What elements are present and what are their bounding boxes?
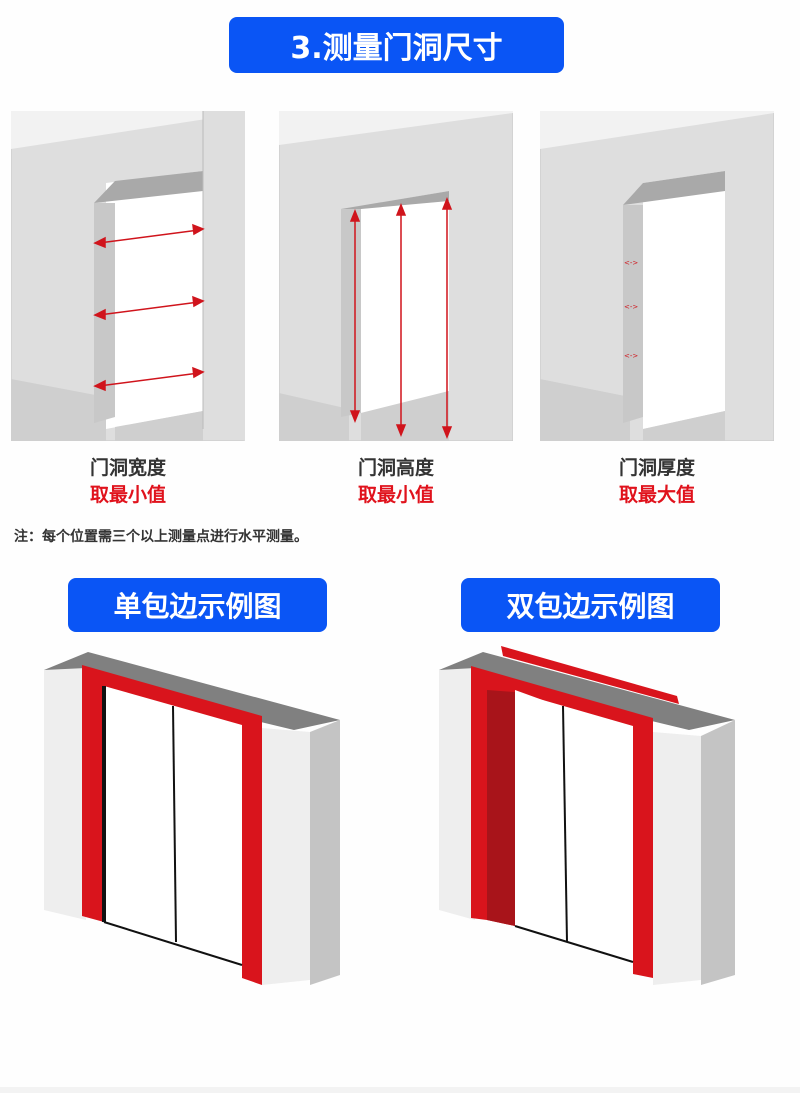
single-wrap-illustration — [30, 640, 360, 1000]
measurement-note: 注：每个位置需三个以上测量点进行水平测量。 — [14, 529, 308, 545]
door-height-illustration — [279, 111, 513, 441]
section-title: 3.测量门洞尺寸 — [290, 31, 503, 66]
thickness-rule: 取最大值 — [618, 484, 695, 506]
double-wrap-illustration — [425, 640, 755, 1000]
single-wrap-title: 单包边示例图 — [113, 590, 282, 623]
double-wrap-banner: 双包边示例图 — [461, 578, 720, 632]
footer-strip — [0, 1087, 800, 1093]
double-wrap-title: 双包边示例图 — [506, 590, 675, 623]
svg-text:<->: <-> — [624, 352, 638, 360]
double-wrap-door-frame — [439, 646, 735, 985]
section-title-banner: 3.测量门洞尺寸 — [229, 17, 564, 73]
width-label: 门洞宽度 — [89, 457, 166, 479]
door-thickness-illustration: <-> <-> <-> — [540, 111, 774, 441]
door-thickness-diagram: <-> <-> <-> — [540, 111, 774, 441]
thickness-label: 门洞厚度 — [618, 457, 695, 479]
single-wrap-banner: 单包边示例图 — [68, 578, 327, 632]
height-rule: 取最小值 — [357, 484, 434, 506]
svg-text:<->: <-> — [624, 303, 638, 311]
single-wrap-door-frame — [44, 652, 340, 985]
svg-text:<->: <-> — [624, 259, 638, 267]
height-label: 门洞高度 — [357, 457, 434, 479]
door-height-diagram — [279, 111, 513, 441]
door-width-illustration — [11, 111, 245, 441]
width-rule: 取最小值 — [89, 484, 166, 506]
door-width-diagram — [11, 111, 245, 441]
